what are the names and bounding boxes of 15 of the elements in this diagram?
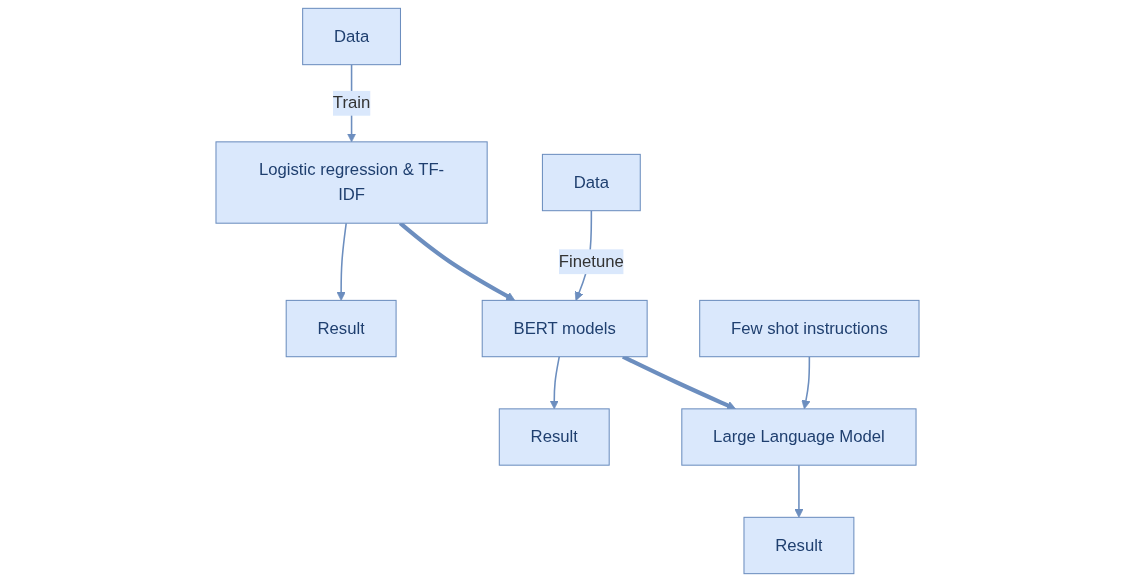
node-box: Large Language Model [681, 408, 917, 466]
node-box: Result [285, 299, 397, 358]
edge-label: Train [332, 93, 371, 112]
arrow [801, 355, 811, 410]
node-box: Logistic regression & TF-IDF [215, 141, 488, 224]
node-box: Data [541, 153, 641, 212]
node-box: Few shot instructions [699, 299, 920, 358]
node-box: Result [743, 516, 855, 575]
arrow [549, 355, 561, 410]
arrow [794, 464, 804, 518]
node-box: Data [302, 7, 401, 66]
arrow [336, 222, 347, 301]
node-box: BERT models [481, 299, 648, 358]
edge-label: Finetune [558, 252, 624, 271]
node-box: Result [498, 408, 610, 466]
